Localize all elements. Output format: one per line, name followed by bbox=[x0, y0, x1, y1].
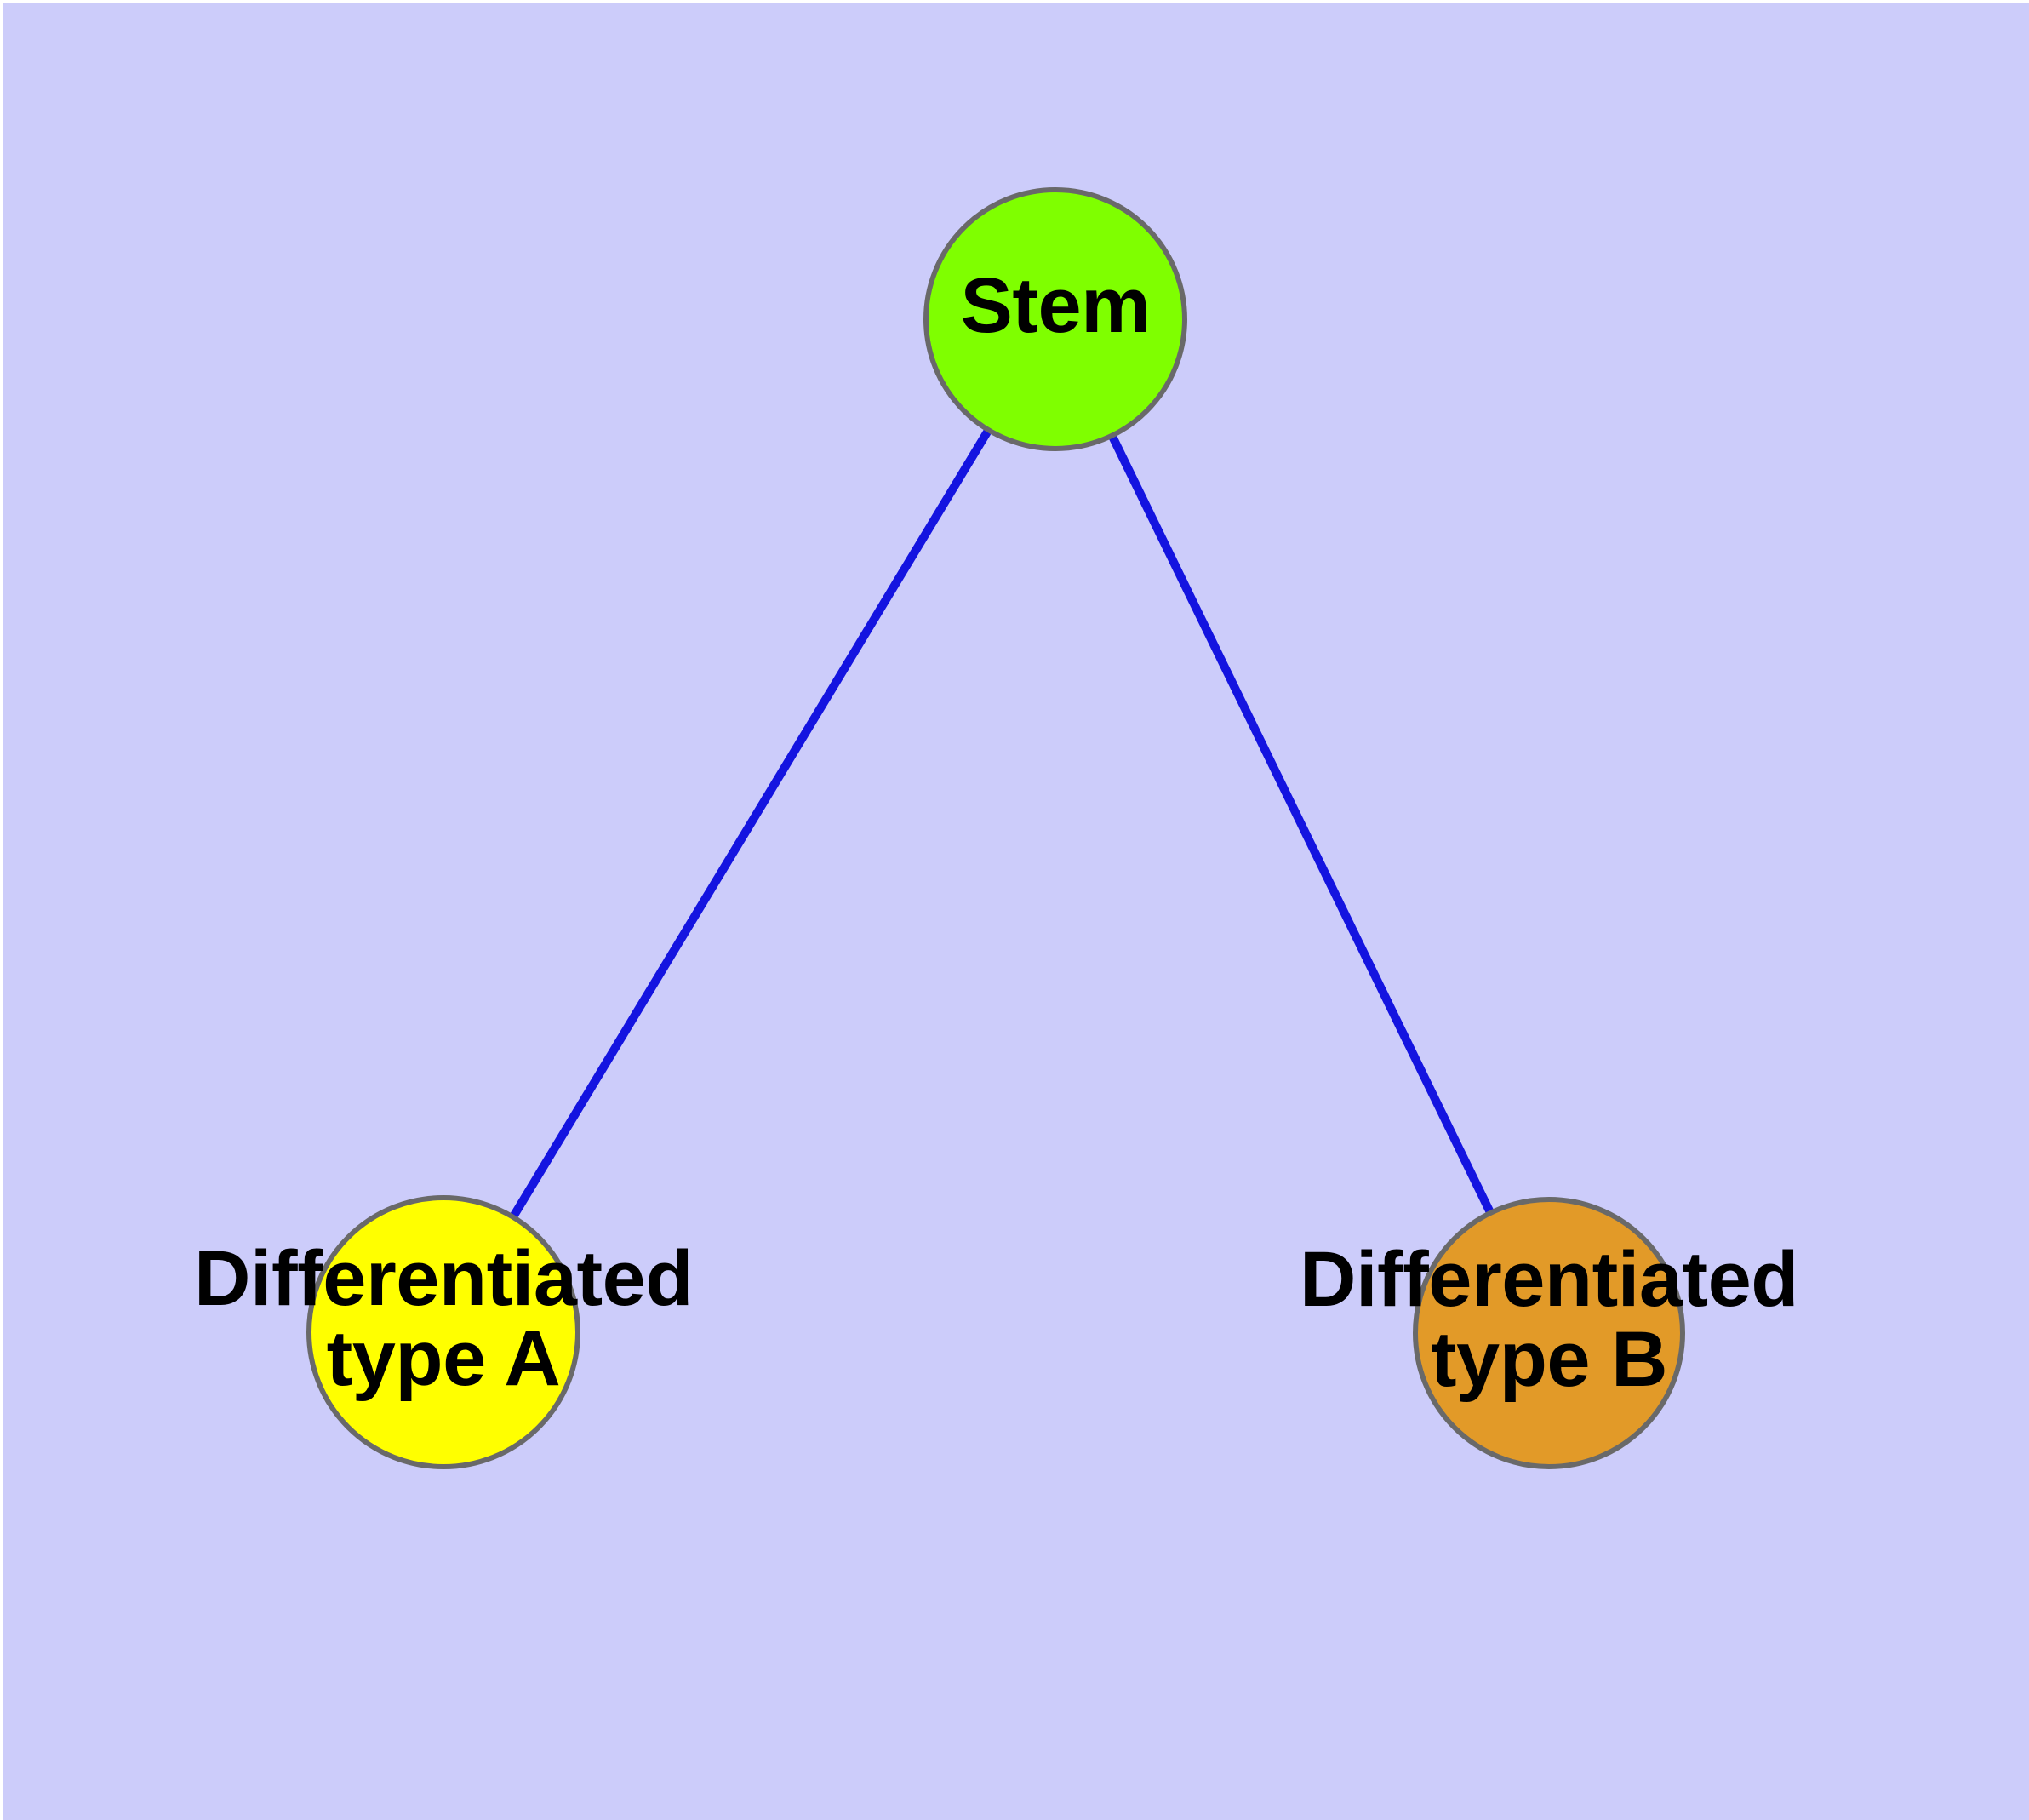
edge-layer bbox=[439, 317, 1553, 1336]
graph-node-diff-b[interactable] bbox=[1413, 1197, 1685, 1469]
graph-edge-stem-to-b bbox=[1051, 317, 1553, 1336]
graph-edge-stem-to-a bbox=[439, 317, 1060, 1335]
graph-node-diff-a[interactable] bbox=[306, 1195, 580, 1469]
node-layer bbox=[306, 187, 1685, 1469]
graph-node-stem[interactable] bbox=[923, 187, 1187, 451]
